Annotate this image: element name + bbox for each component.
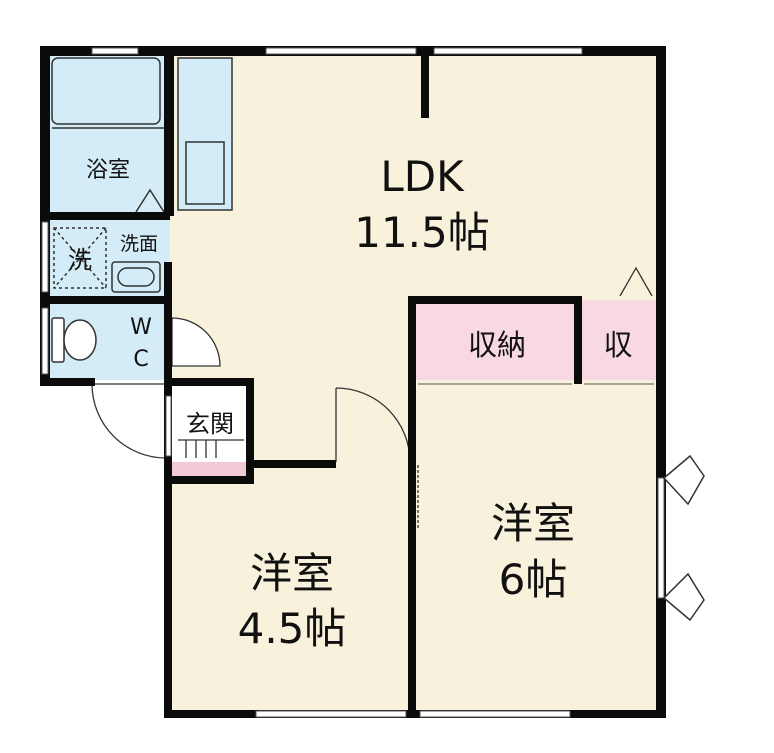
western-small-floor [168,465,415,713]
wall-right [656,46,666,718]
shoe-box [178,439,244,458]
storage-floor [415,300,580,380]
kitchen-sink [185,141,225,205]
storage-label: 収納 [468,328,526,362]
window-west-small [255,710,407,718]
toilet-tank [51,317,65,363]
bathroom-label: 浴室 [86,158,130,183]
ldk-size: 11.5帖 [354,208,490,257]
fixtures [51,57,653,363]
bath-step-triangle [135,188,165,213]
bay-shutter-bottom [662,572,705,622]
western-large-floor [415,380,660,713]
wash-bowl [117,267,155,287]
window-bay [657,477,665,599]
ldk-name: LDK [380,152,465,201]
doors [91,317,419,530]
entrance-floor [168,380,250,465]
window-wash [41,221,49,293]
window-west-large [419,710,571,718]
washer-space [53,227,107,289]
storage-small-label: 収 [603,328,632,362]
western-small-size: 4.5帖 [238,604,347,653]
wall-entrance-top [164,378,254,386]
storage-small-floor [580,300,660,380]
wall-bath-bottom [40,212,170,220]
washer-label: 洗 [68,246,92,274]
window-bath [91,47,139,55]
bathtub [51,57,161,125]
wall-storage-mid [574,296,582,384]
wall-wc-bottom [40,378,95,386]
toilet-label-c: C [133,347,148,372]
wall-wet-divider [164,46,174,216]
washer-diag-2 [53,227,107,289]
bay-shutter-top [662,454,705,506]
floors [45,50,660,713]
kitchen-counter [177,57,233,211]
washroom-label: 洗面 [120,233,158,255]
window-wc [41,307,49,375]
wall-ldk-post [421,46,429,118]
washer-diag-1 [53,227,107,289]
wall-west-lower [164,380,172,718]
wash-basin [111,261,161,293]
window-entrance [165,395,172,457]
wall-entrance-right [246,378,254,478]
wall-wc-right [164,262,172,386]
western-small-name: 洋室 [250,549,334,598]
wall-storage-left [408,296,416,716]
window-ldk-right [433,47,583,55]
wall-entrance-bottom [164,476,254,484]
toilet-label-w: W [130,315,152,340]
wall-wash-bottom [40,296,170,304]
western-large-size: 6帖 [499,555,568,604]
western-large-name: 洋室 [491,499,575,548]
room-labels: LDK 11.5帖 洋室 4.5帖 洋室 6帖 浴室 洗面 洗 W C 玄関 収… [68,152,633,653]
entrance-step [172,462,246,476]
wall-storage-top [408,296,578,304]
bay-shutters [662,454,705,622]
wall-western-small-top [246,460,336,468]
closet-triangle [619,266,653,297]
toilet-bowl [63,319,97,361]
window-ldk-left [265,47,417,55]
windows [41,47,665,718]
entrance-door [91,383,167,459]
entrance-label: 玄関 [186,410,234,438]
ldk-hall-floor [250,380,415,465]
